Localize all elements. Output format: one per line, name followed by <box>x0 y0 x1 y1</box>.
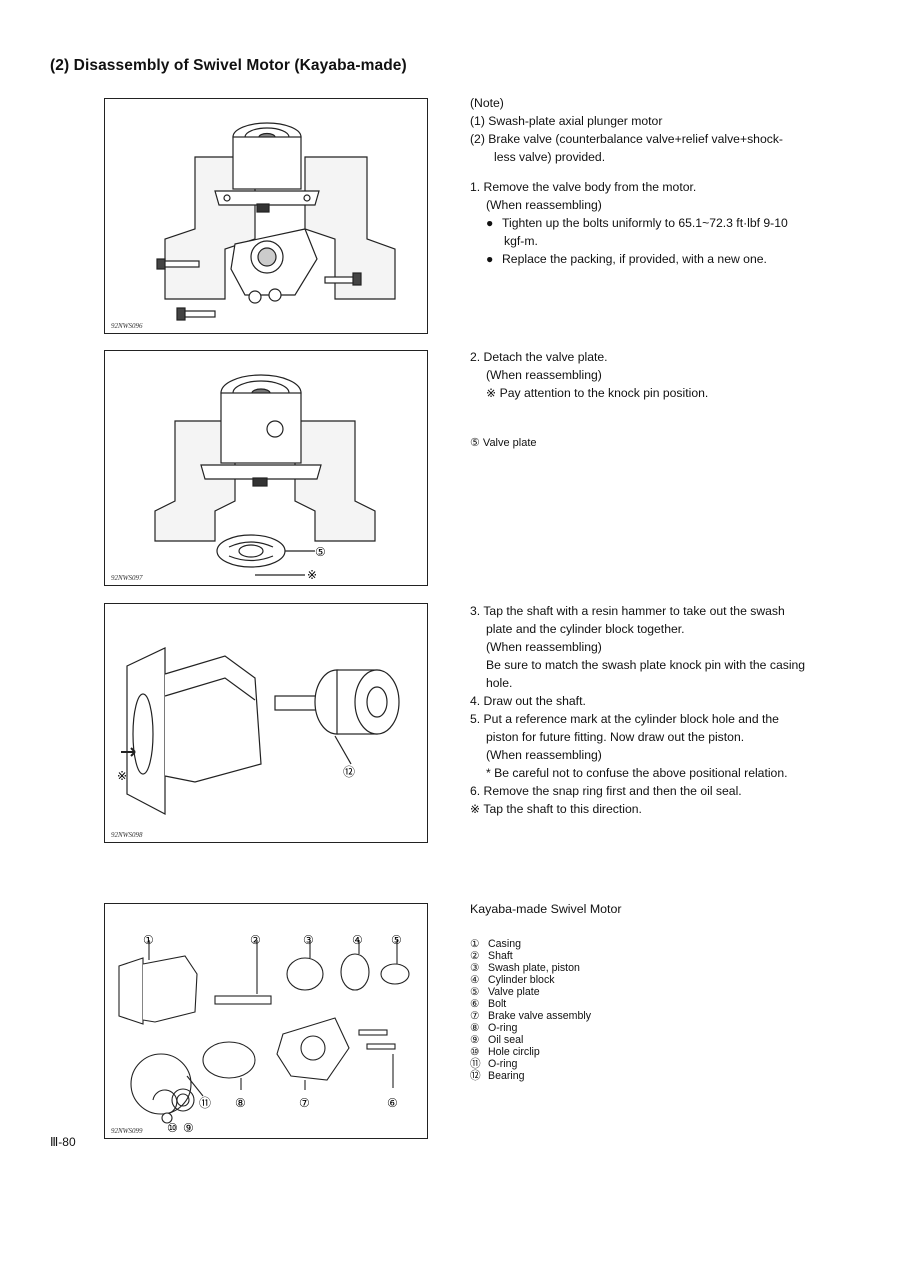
callout-4: ④ <box>352 933 363 947</box>
step-1: 1. Remove the valve body from the motor. <box>470 180 697 194</box>
note-line: (1) Swash-plate axial plunger motor <box>470 114 663 128</box>
bullet-item: ●Replace the packing, if provided, with … <box>486 252 767 266</box>
parts-list-title: Kayaba-made Swivel Motor <box>470 902 622 916</box>
callout-1: ① <box>143 933 154 947</box>
callout-2: ② <box>250 933 261 947</box>
part-name: Shaft <box>488 950 513 962</box>
note-title: (Note) <box>470 96 504 110</box>
part-number: ⑫ <box>470 1070 481 1082</box>
callout-6: ⑥ <box>387 1096 398 1110</box>
valve-body-illustration <box>156 122 396 321</box>
direction-note: ※ Tap the shaft to this direction. <box>470 802 642 816</box>
callout-12: ⑫ <box>343 765 355 779</box>
exploded-view-illustration: ① ② ③ ④ ⑤ ⑪ ⑧ ⑦ ⑥ ⑩ ⑨ <box>118 933 410 1135</box>
callout-11: ⑪ <box>199 1096 211 1110</box>
parts-list-item: ⑪ O-ring <box>470 1058 591 1070</box>
step-3-note-cont: hole. <box>486 676 513 690</box>
part-number: ⑥ <box>470 998 480 1010</box>
bullet-item-cont: kgf-m. <box>504 234 538 248</box>
parts-list-item: ④ Cylinder block <box>470 974 591 986</box>
part-name: Cylinder block <box>488 974 555 986</box>
figure-code: 92NWS098 <box>111 831 143 839</box>
parts-list-item: ⑫ Bearing <box>470 1070 591 1082</box>
figure-code: 92NWS096 <box>111 322 143 330</box>
step-4: 4. Draw out the shaft. <box>470 694 586 708</box>
step-5: 5. Put a reference mark at the cylinder … <box>470 712 779 726</box>
step-3-note: Be sure to match the swash plate knock p… <box>486 658 806 672</box>
bullet-item: ●Tighten up the bolts uniformly to 65.1~… <box>486 216 788 230</box>
figure-code: 92NWS097 <box>111 574 143 582</box>
bullet-icon: ● <box>486 252 494 266</box>
step-2: 2. Detach the valve plate. <box>470 350 608 364</box>
part-number: ④ <box>470 974 480 986</box>
callout-10: ⑩ <box>167 1121 178 1135</box>
callout-note-mark: ※ <box>117 769 127 783</box>
figure-exploded-view: ① ② ③ ④ ⑤ ⑪ ⑧ ⑦ ⑥ ⑩ ⑨ 92NWS099 <box>104 903 428 1139</box>
step-3-cont: plate and the cylinder block together. <box>486 622 685 636</box>
caution-note: * Be careful not to confuse the above po… <box>486 766 788 780</box>
parts-list-item: ⑤ Valve plate <box>470 986 591 998</box>
note-line: (2) Brake valve (counterbalance valve+re… <box>470 132 783 146</box>
parts-list-item: ⑧ O-ring <box>470 1022 591 1034</box>
section-3-text: 3. Tap the shaft with a resin hammer to … <box>470 602 805 818</box>
part-name: Valve plate <box>488 986 540 998</box>
parts-list-item: ⑨ Oil seal <box>470 1034 591 1046</box>
callout-note-mark: ※ <box>307 568 317 582</box>
page-title: (2) Disassembly of Swivel Motor (Kayaba-… <box>50 57 407 74</box>
figure-valve-plate: ⑤ ※ 92NWS097 <box>104 350 428 586</box>
part-name: O-ring <box>488 1058 518 1070</box>
figure-valve-body-removal: 92NWS096 <box>104 98 428 334</box>
callout-5: ⑤ <box>315 545 326 559</box>
part-number: ⑧ <box>470 1022 480 1034</box>
part-name: O-ring <box>488 1022 518 1034</box>
shaft-removal-illustration: ※ ⑫ <box>117 647 400 815</box>
section-1-text: (Note) (1) Swash-plate axial plunger mot… <box>470 94 788 268</box>
part-name: Oil seal <box>488 1034 524 1046</box>
callout-5: ⑤ <box>391 933 402 947</box>
part-label: ⑤ Valve plate <box>470 437 537 449</box>
part-name: Bolt <box>488 998 507 1010</box>
bullet-icon: ● <box>486 216 494 230</box>
reassembling-label: (When reassembling) <box>486 368 602 382</box>
reassembling-label: (When reassembling) <box>486 198 602 212</box>
part-number: ③ <box>470 962 480 974</box>
callout-3: ③ <box>303 933 314 947</box>
step-6: 6. Remove the snap ring first and then t… <box>470 784 742 798</box>
parts-list-item: ① Casing <box>470 938 591 950</box>
part-number: ② <box>470 950 480 962</box>
figure-code: 92NWS099 <box>111 1127 143 1135</box>
part-number: ⑨ <box>470 1034 480 1046</box>
attention-note: ※ Pay attention to the knock pin positio… <box>486 386 709 400</box>
part-number: ⑪ <box>470 1058 481 1070</box>
part-name: Swash plate, piston <box>488 962 580 974</box>
callout-7: ⑦ <box>299 1096 310 1110</box>
parts-list-item: ③ Swash plate, piston <box>470 962 591 974</box>
reassembling-label: (When reassembling) <box>486 640 602 654</box>
page-number: Ⅲ-80 <box>50 1135 76 1149</box>
figure-shaft-removal: ※ ⑫ 92NWS098 <box>104 603 428 843</box>
valve-plate-illustration: ⑤ ※ <box>154 374 376 582</box>
callout-9: ⑨ <box>183 1121 194 1135</box>
step-3: 3. Tap the shaft with a resin hammer to … <box>470 604 785 618</box>
parts-list-item: ⑥ Bolt <box>470 998 591 1010</box>
parts-list: ① Casing ② Shaft ③ Swash plate, piston ④ Cylind… <box>470 938 591 1082</box>
part-name: Bearing <box>488 1070 525 1082</box>
part-name: Brake valve assembly <box>488 1010 592 1022</box>
part-number: ⑤ <box>470 986 480 998</box>
parts-list-item: ② Shaft <box>470 950 591 962</box>
part-name: Casing <box>488 938 521 950</box>
section-2-text: 2. Detach the valve plate. (When reassem… <box>470 348 708 402</box>
part-name: Hole circlip <box>488 1046 540 1058</box>
step-5-cont: piston for future fitting. Now draw out … <box>486 730 745 744</box>
callout-8: ⑧ <box>235 1096 246 1110</box>
note-line: less valve) provided. <box>494 150 606 164</box>
parts-list-item: ⑦ Brake valve assembly <box>470 1010 591 1022</box>
part-number: ① <box>470 938 480 950</box>
part-number: ⑩ <box>470 1046 480 1058</box>
part-number: ⑦ <box>470 1010 480 1022</box>
reassembling-label: (When reassembling) <box>486 748 602 762</box>
parts-list-item: ⑩ Hole circlip <box>470 1046 591 1058</box>
